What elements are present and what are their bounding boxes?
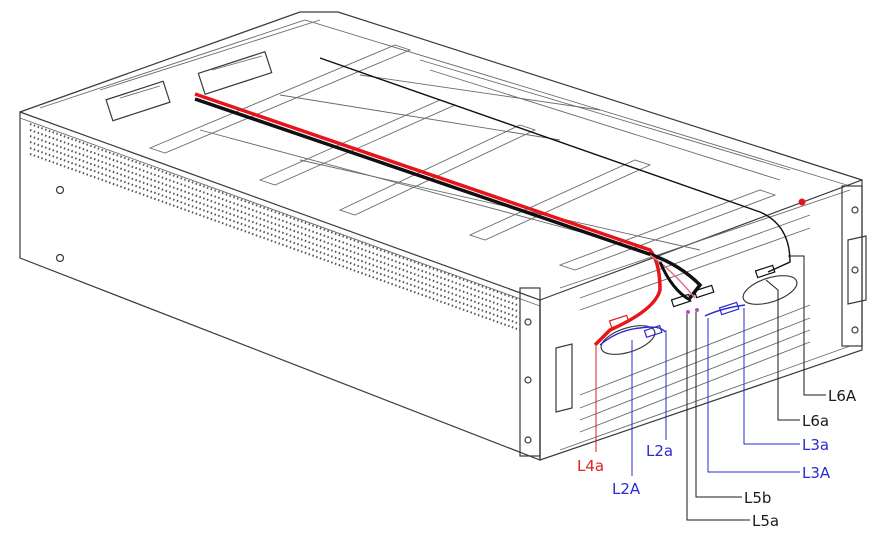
label-L5b: L5b bbox=[744, 489, 771, 507]
label-L6a: L6a bbox=[802, 412, 829, 430]
thin-black-cable bbox=[319, 57, 791, 273]
leader-lines bbox=[595, 255, 826, 521]
chassis-body bbox=[19, 11, 863, 461]
rear-connector-blocks bbox=[105, 50, 273, 122]
side-vent-rows bbox=[29, 123, 521, 331]
label-L4a: L4a bbox=[577, 457, 604, 475]
label-L3a: L3a bbox=[802, 436, 829, 454]
label-L2a: L2a bbox=[646, 442, 673, 460]
front-panel-details bbox=[519, 185, 867, 457]
side-screw bbox=[55, 253, 65, 263]
black-cable bbox=[194, 97, 703, 300]
side-screw bbox=[55, 185, 65, 195]
top-cross-members bbox=[148, 44, 791, 271]
callout-labels: L6A L6a L3a L3A L5b L5a L2a L4a L2A bbox=[577, 387, 857, 530]
red-indicator bbox=[798, 198, 806, 206]
blue-cable-right bbox=[704, 304, 746, 317]
front-connectors bbox=[608, 264, 776, 339]
label-L5a: L5a bbox=[752, 512, 779, 530]
label-L2A: L2A bbox=[612, 480, 641, 498]
cable-bundle bbox=[194, 57, 806, 347]
label-L3A: L3A bbox=[802, 464, 831, 482]
pink-cable bbox=[649, 254, 696, 299]
label-L6A: L6A bbox=[828, 387, 857, 405]
